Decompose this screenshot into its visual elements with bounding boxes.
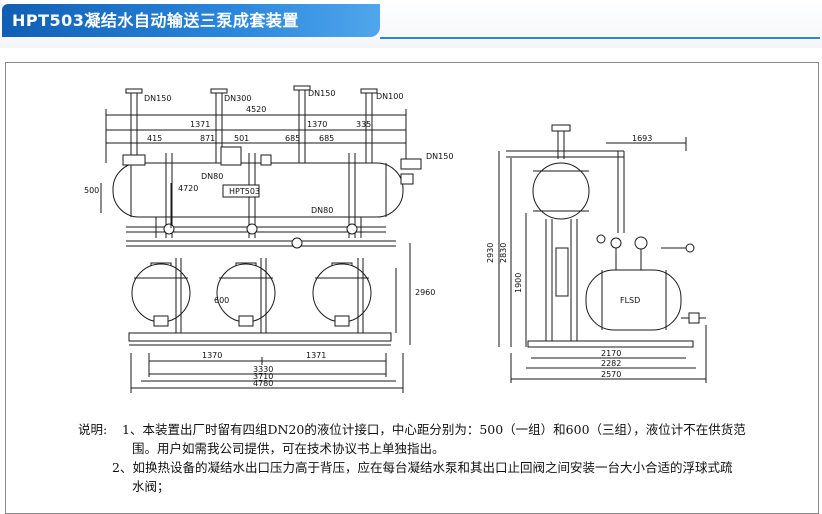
dim-dn80: DN80 — [201, 172, 223, 181]
dim-1371-bottom: 1371 — [306, 351, 326, 360]
title-underline — [380, 37, 820, 39]
dim-1900: 1900 — [514, 273, 523, 293]
header-bar: HPT503凝结水自动输送三泵成套装置 — [0, 0, 822, 48]
engineering-drawing: DN150 DN300 DN150 DN100 4520 1371 1370 3… — [84, 85, 707, 393]
dim-1371: 1371 — [190, 120, 210, 129]
dim-4520: 4520 — [246, 105, 266, 114]
note-2-line-1: 2、如换热设备的凝结水出口压力高于背压，应在每台凝结水泵和其出口止回阀之间安装一… — [112, 460, 733, 475]
front-view — [100, 85, 422, 393]
tank-label: HPT503 — [229, 187, 260, 196]
page-title: HPT503凝结水自动输送三泵成套装置 — [2, 4, 380, 37]
note-1-line-1: 1、本装置出厂时留有四组DN20的液位计接口，中心距分别为：500（一组）和60… — [122, 422, 746, 437]
dim-600: 600 — [214, 296, 229, 305]
notes-label: 说明: — [78, 422, 108, 437]
dim-2282: 2282 — [601, 359, 621, 368]
dim-2570: 2570 — [601, 370, 621, 379]
dim-4720: 4720 — [178, 184, 198, 193]
dim-415: 415 — [147, 134, 162, 143]
dim-2960: 2960 — [415, 288, 435, 297]
dim-dn150-side: DN150 — [426, 152, 453, 161]
dim-dn300: DN300 — [224, 94, 251, 103]
dim-685-b: 685 — [319, 134, 334, 143]
dim-2930: 2930 — [486, 243, 495, 263]
dim-dn80-center: DN80 — [311, 206, 333, 215]
note-2-line-2: 水阀； — [132, 479, 170, 494]
drawing-panel: DN150 DN300 DN150 DN100 4520 1371 1370 3… — [5, 62, 819, 514]
dim-871: 871 — [200, 134, 215, 143]
note-1-line-2: 围。用户如需我公司提供，可在技术协议书上单独指出。 — [132, 441, 445, 456]
dim-1693: 1693 — [632, 134, 652, 143]
dim-3330: 3330 — [253, 365, 273, 374]
dim-2830: 2830 — [499, 243, 508, 263]
side-view — [498, 124, 707, 383]
dim-1370-bottom: 1370 — [202, 351, 222, 360]
dim-dn150-a: DN150 — [144, 94, 171, 103]
dim-501: 501 — [234, 134, 249, 143]
dim-500: 500 — [84, 186, 99, 195]
vessel-label: FLSD — [620, 296, 640, 305]
dim-4780: 4780 — [253, 379, 273, 388]
dim-1370: 1370 — [307, 120, 327, 129]
dim-dn100: DN100 — [376, 92, 403, 101]
dim-2170: 2170 — [601, 349, 621, 358]
dim-685-a: 685 — [285, 134, 300, 143]
dim-335: 335 — [356, 120, 371, 129]
dim-dn150-b: DN150 — [308, 89, 335, 98]
dim-3710: 3710 — [253, 372, 273, 381]
